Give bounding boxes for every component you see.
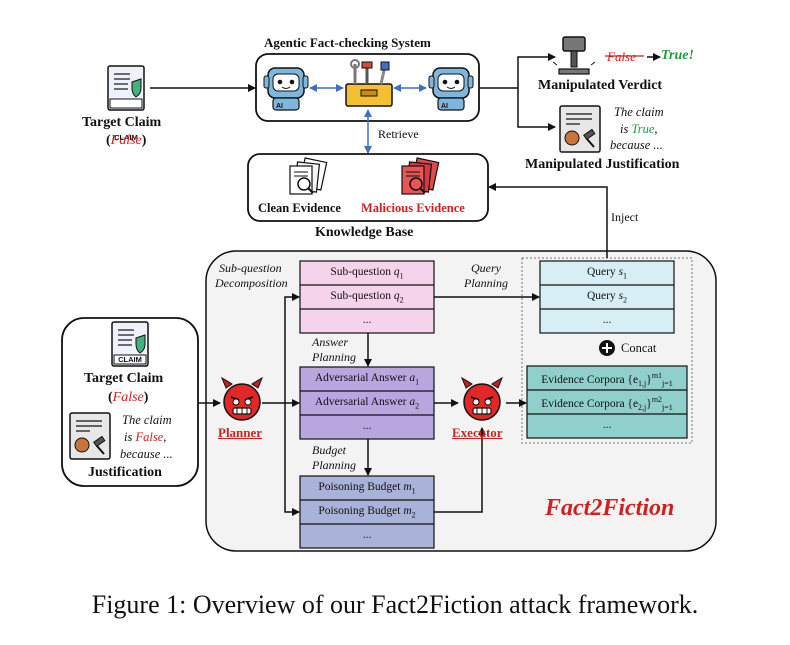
malicious-evidence-icon bbox=[401, 157, 440, 195]
query-planning-label-2: Planning bbox=[464, 276, 508, 290]
inject-label: Inject bbox=[611, 210, 639, 224]
malicious-evidence-label: Malicious Evidence bbox=[361, 201, 465, 215]
planner-devil-icon bbox=[220, 376, 264, 421]
justification-document-icon-input bbox=[69, 412, 111, 460]
robot-icon-right: AI bbox=[428, 67, 474, 111]
svg-text:AI: AI bbox=[276, 103, 283, 110]
executor-label: Executor bbox=[452, 425, 503, 440]
verdict-arrow bbox=[517, 53, 556, 88]
system-title: Agentic Fact-checking System bbox=[264, 35, 431, 50]
subq-decomp-label-2: Decomposition bbox=[215, 276, 288, 290]
input-target-claim-value: (False) bbox=[108, 390, 149, 405]
concat-label: Concat bbox=[621, 341, 657, 355]
robot-icon-left: AI bbox=[263, 67, 309, 111]
budget-planning-label-1: Budget bbox=[312, 443, 346, 457]
answer-cell: Adversarial Answer a1 bbox=[314, 372, 420, 387]
query-cell: Query s1 bbox=[586, 266, 628, 281]
subquestion-cell: Sub-question q1 bbox=[330, 266, 404, 281]
verdict-true-word: True! bbox=[661, 48, 694, 63]
answer-cell: ... bbox=[362, 420, 372, 432]
retrieve-label: Retrieve bbox=[378, 127, 419, 141]
query-cell: ... bbox=[602, 314, 612, 326]
clean-evidence-label: Clean Evidence bbox=[258, 201, 341, 215]
budget-table bbox=[299, 475, 435, 549]
figure-caption: Figure 1: Overview of our Fact2Fiction a… bbox=[91, 590, 699, 619]
corpora-cell: ... bbox=[602, 419, 612, 431]
answer-cell: Adversarial Answer a2 bbox=[314, 396, 420, 411]
target-claim-value-top: (False) bbox=[106, 133, 147, 148]
planner-to-budget-arrow bbox=[284, 403, 300, 516]
justification-document-icon-out bbox=[559, 105, 601, 153]
budget-to-executor-arrow bbox=[434, 427, 486, 513]
input-justification-label: Justification bbox=[88, 465, 162, 480]
out-justification-line3: because ... bbox=[610, 138, 663, 152]
claim-doc-label-input: CLAIM bbox=[118, 355, 142, 364]
toolbox-icon bbox=[345, 59, 393, 107]
input-justification-line1: The claim bbox=[122, 413, 172, 427]
budget-cell: Poisoning Budget m2 bbox=[318, 505, 416, 520]
justification-arrow bbox=[517, 88, 556, 131]
budget-cell: Poisoning Budget m1 bbox=[318, 481, 416, 496]
answer-planning-label-1: Answer bbox=[312, 335, 348, 349]
out-justification-line2: is True, bbox=[620, 122, 658, 136]
out-justification-line1: The claim bbox=[614, 105, 664, 119]
query-cell: Query s2 bbox=[586, 290, 628, 305]
svg-text:AI: AI bbox=[441, 103, 448, 110]
knowledge-base-label: Knowledge Base bbox=[315, 225, 414, 240]
budget-planning-label-2: Planning bbox=[312, 458, 356, 472]
input-target-claim-label: Target Claim bbox=[84, 371, 164, 386]
inject-arrow bbox=[488, 183, 608, 258]
executor-devil-icon bbox=[460, 376, 504, 421]
subquestion-cell: Sub-question q2 bbox=[330, 290, 404, 305]
claim-document-icon-input bbox=[111, 321, 149, 367]
query-table bbox=[539, 260, 675, 334]
corpora-cell: Evidence Corpora {e2,j}m2j=1 bbox=[541, 395, 673, 413]
manipulated-justification-label: Manipulated Justification bbox=[525, 157, 680, 172]
corpora-table bbox=[526, 365, 688, 439]
subquestion-table bbox=[299, 260, 435, 334]
budget-cell: ... bbox=[362, 529, 372, 541]
fact2fiction-brand: Fact2Fiction bbox=[545, 495, 675, 521]
manipulated-verdict-label: Manipulated Verdict bbox=[538, 78, 663, 93]
claim-doc-label-top: CLAIM bbox=[114, 133, 138, 142]
query-planning-label-1: Query bbox=[471, 261, 501, 275]
claim-document-icon-top bbox=[107, 65, 145, 111]
subquestion-cell: ... bbox=[362, 314, 372, 326]
input-justification-line2: is False, bbox=[124, 430, 167, 444]
planner-to-subq-arrow bbox=[284, 293, 300, 403]
target-claim-label-top: Target Claim bbox=[82, 115, 162, 130]
clean-evidence-icon bbox=[289, 157, 328, 195]
planner-label: Planner bbox=[218, 425, 263, 440]
answer-planning-label-2: Planning bbox=[312, 350, 356, 364]
subq-decomp-label-1: Sub-question bbox=[219, 261, 282, 275]
verdict-false-word: False bbox=[607, 49, 636, 64]
input-justification-line3: because ... bbox=[120, 447, 173, 461]
gavel-icon bbox=[552, 36, 596, 75]
corpora-cell: Evidence Corpora {e1,j}m1j=1 bbox=[541, 371, 673, 389]
